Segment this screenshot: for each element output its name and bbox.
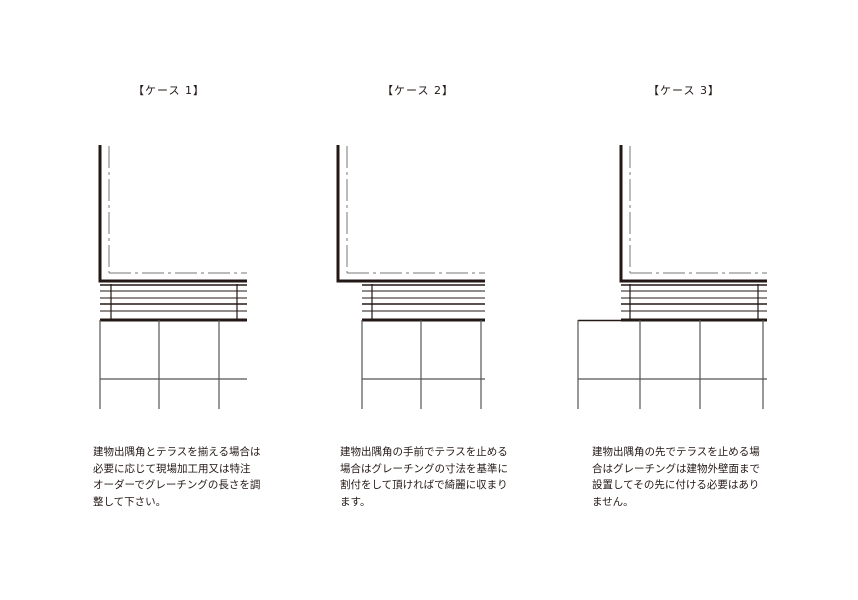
case-2-drawing: [336, 145, 485, 409]
description-line: オーダーでグレーチングの長さを調: [93, 479, 261, 491]
description-line: 建物出隅角とテラスを揃える場合は: [93, 446, 261, 458]
case-1-title: 【ケース 1】: [133, 84, 205, 97]
description-line: 整して下さい。: [93, 495, 167, 508]
description-line: ません。: [592, 495, 634, 508]
case-2-title: 【ケース 2】: [382, 84, 454, 97]
description-line: 場合はグレーチングの寸法を基準に: [340, 462, 508, 475]
description-line: 設置してその先に付ける必要はあり: [592, 479, 760, 491]
description-line: 必要に応じて現場加工用又は特注: [93, 462, 251, 475]
description-line: 割付をして頂ければで綺麗に収まり: [340, 479, 508, 491]
case-3-description: 建物出隅角の先でテラスを止める場 合はグレーチングは建物外壁面まで 設置してその…: [592, 444, 792, 510]
description-line: 合はグレーチングは建物外壁面まで: [592, 462, 760, 475]
description-line: 建物出隅角の先でテラスを止める場: [592, 446, 760, 458]
case-1-description: 建物出隅角とテラスを揃える場合は 必要に応じて現場加工用又は特注 オーダーでグレ…: [93, 444, 293, 510]
case-2-description: 建物出隅角の手前でテラスを止める 場合はグレーチングの寸法を基準に 割付をして頂…: [340, 444, 540, 510]
case-3-title: 【ケース 3】: [648, 84, 720, 97]
description-line: ます。: [340, 495, 371, 508]
description-line: 建物出隅角の手前でテラスを止める: [340, 446, 508, 458]
case-3-drawing: [577, 145, 767, 409]
case-1-drawing: [98, 145, 247, 409]
